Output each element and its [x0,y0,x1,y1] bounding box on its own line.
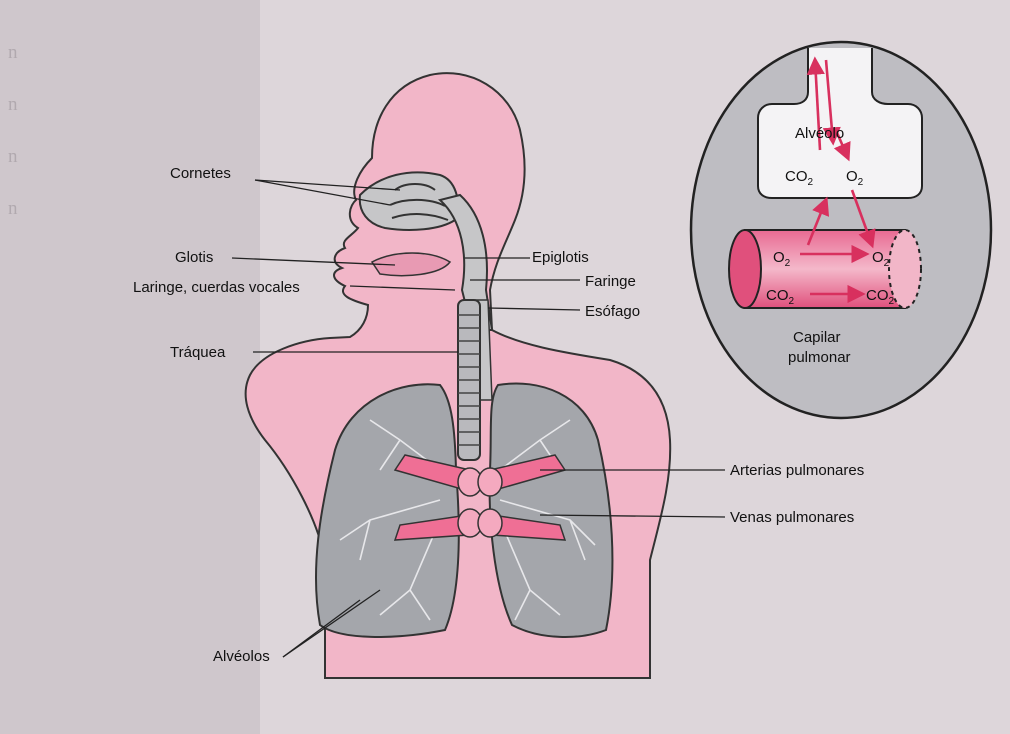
inset-capilar-line1: Capilar [793,329,841,346]
label-venas-pulmonares: Venas pulmonares [730,509,854,526]
label-epiglotis: Epiglotis [532,249,589,266]
left-text-column [0,0,260,734]
label-laringe: Laringe, cuerdas vocales [133,279,300,296]
label-arterias-pulmonares: Arterias pulmonares [730,462,864,479]
inset-alveolo-label: Alvéolo [795,125,844,142]
svg-text:n: n [8,146,18,167]
label-faringe: Faringe [585,273,636,290]
label-traquea: Tráquea [170,344,226,361]
gas-exchange-inset: Alvéolo CO2 O2 O2 O2 CO2 CO2 Capilar pul… [691,42,991,418]
capillary-end-left [729,230,761,308]
label-esofago: Esófago [585,303,640,320]
trachea [458,300,480,460]
label-cornetes: Cornetes [170,165,231,182]
label-alveolos: Alvéolos [213,648,270,665]
svg-text:n: n [8,94,18,115]
svg-text:n: n [8,42,18,63]
label-glotis: Glotis [175,249,213,266]
inset-capilar-line2: pulmonar [788,349,851,366]
svg-text:n: n [8,198,18,219]
